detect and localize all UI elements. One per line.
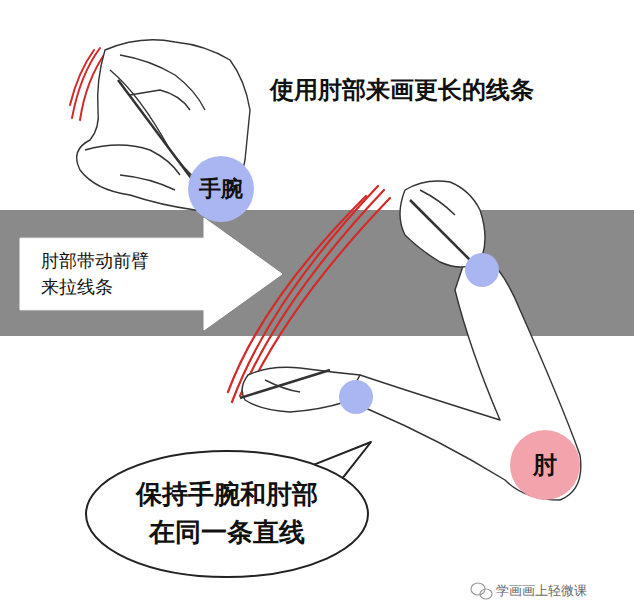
elbow-circle: 肘 (510, 430, 580, 500)
arrow-box: 肘部带动前臂 来拉线条 (20, 218, 282, 330)
node-text: 肘 (533, 448, 557, 483)
title: 使用肘部来画更长的线条 (270, 74, 534, 106)
node-text: 手腕 (199, 173, 243, 205)
watermark: 学画画上轻微课 (496, 582, 587, 600)
node-text: 保持手腕和肘部 在同一条直线 (122, 476, 332, 551)
wrist-dot (465, 253, 499, 287)
wrist-circle: 手腕 (188, 156, 254, 222)
wechat-icon (471, 583, 492, 599)
bubble-shape (85, 450, 369, 578)
arm (240, 181, 581, 500)
hand-top (77, 40, 250, 210)
speech-bubble: 保持手腕和肘部 在同一条直线 (85, 450, 369, 578)
node-text: 肘部带动前臂 来拉线条 (41, 248, 181, 300)
wrist-dot (339, 380, 373, 414)
arrow-shape (20, 218, 282, 330)
grey-band (0, 210, 634, 336)
